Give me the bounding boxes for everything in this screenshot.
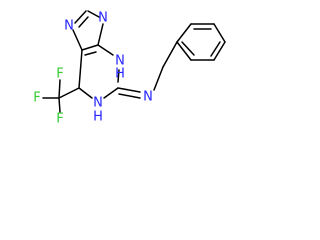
bond-ph-double-c xyxy=(181,41,195,56)
bond-c2-n-amine xyxy=(117,87,141,93)
atom-n-amine: N xyxy=(143,90,153,105)
molecule-structure-diagram: N N N H N H N F F F xyxy=(0,0,248,144)
bond-ph-3 xyxy=(213,23,226,43)
atom-n-imidazole-left: N xyxy=(64,19,74,34)
molecule-svg: N N N H N H N F F F xyxy=(33,10,226,127)
bond-n7-c8-double xyxy=(78,16,89,28)
atom-nh-ring-lower-n: N xyxy=(93,96,103,111)
bond-ch2-ch2 xyxy=(162,41,178,68)
bond-ph-double-b xyxy=(210,41,221,57)
bond-c8-n9 xyxy=(87,10,100,18)
atom-nh-ring-upper-h: H xyxy=(115,67,125,82)
bond-c4-n3 xyxy=(97,44,114,56)
atom-f-bottom: F xyxy=(56,112,63,127)
bond-n7-c8 xyxy=(74,10,87,24)
atom-f-left: F xyxy=(33,91,40,106)
bond-c4-c5-double xyxy=(84,51,97,56)
bond-n9-c4 xyxy=(97,23,104,46)
bond-ph-4 xyxy=(213,41,226,61)
bond-c4-c5 xyxy=(81,44,99,51)
bond-c5-n7 xyxy=(72,29,83,51)
atom-nh-ring-lower-h: H xyxy=(93,110,103,125)
bond-n-ch2 xyxy=(153,66,164,91)
bond-cf3-f-bottom xyxy=(58,97,61,113)
bond-c6-cf3 xyxy=(58,87,80,99)
atom-f-top: F xyxy=(56,67,63,82)
bond-ph-6 xyxy=(176,41,192,61)
bond-cf3-f-top xyxy=(58,79,61,99)
atom-n-imidazole-top: N xyxy=(98,11,108,26)
atom-nh-ring-upper-n: N xyxy=(115,54,125,69)
bond-c2-n1 xyxy=(103,87,119,99)
bond-c2-n-amine-double xyxy=(118,93,141,99)
bond-n1-c6 xyxy=(78,87,93,99)
bond-n3-c2 xyxy=(117,69,120,83)
bond-ph-1 xyxy=(176,23,192,43)
bond-c6-c5 xyxy=(78,49,83,89)
